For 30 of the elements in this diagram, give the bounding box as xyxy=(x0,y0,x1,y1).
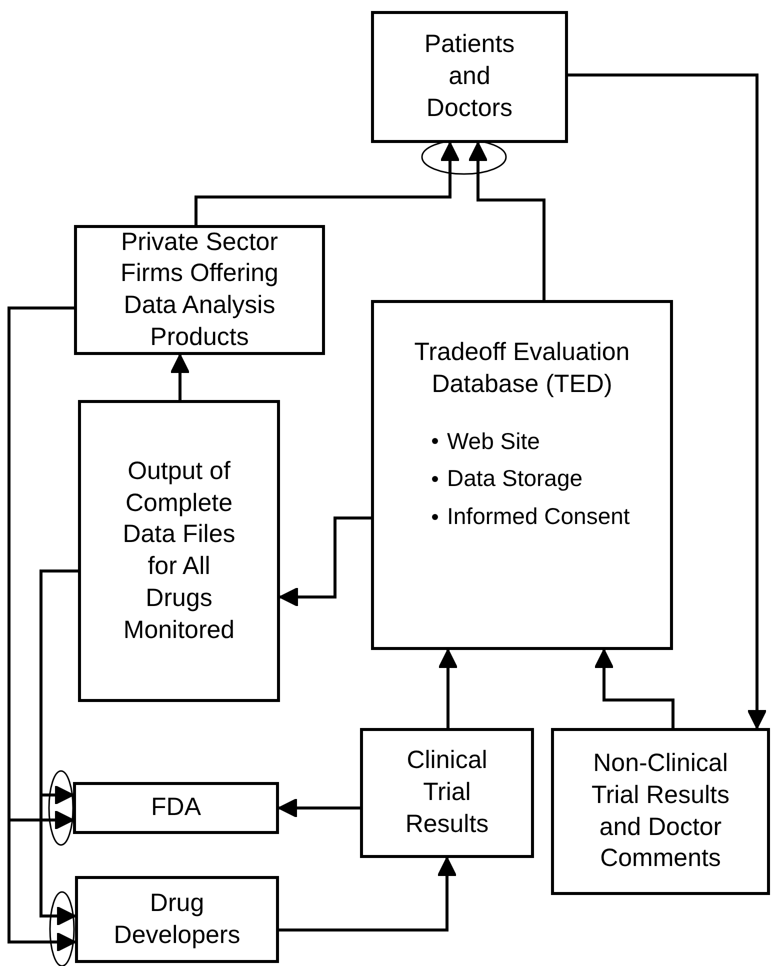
arrow xyxy=(8,306,74,830)
database-box xyxy=(371,300,673,650)
node-label: Tradeoff Evaluation Database (TED) xyxy=(413,337,631,400)
node-label: Clinical Trial Results xyxy=(404,745,490,840)
arrow xyxy=(40,570,78,926)
process-box xyxy=(75,876,279,963)
node-label: Output of Complete Data Files for All Drugs Monitored xyxy=(122,456,236,646)
arrow xyxy=(594,649,674,728)
arrow xyxy=(568,74,767,729)
arrow xyxy=(278,798,360,818)
process-box xyxy=(78,400,280,702)
process-box xyxy=(371,11,568,143)
bullet-item: Web Site xyxy=(447,426,540,456)
node-label: Patients and Doctors xyxy=(423,29,516,124)
process-box xyxy=(73,782,279,834)
arrow xyxy=(468,142,546,300)
arrow xyxy=(170,354,190,400)
process-box xyxy=(551,728,770,895)
bullet-item: Data Storage xyxy=(447,464,583,494)
bullet-item: Informed Consent xyxy=(447,502,630,532)
process-box xyxy=(74,225,325,355)
node-label: Non-Clinical Trial Results and Doctor Comments xyxy=(590,748,730,874)
process-box xyxy=(360,728,534,858)
arrow xyxy=(279,857,457,932)
arrow xyxy=(438,649,458,728)
arrow xyxy=(279,516,371,607)
node-label: Drug Developers xyxy=(112,888,242,950)
node-label: FDA xyxy=(151,792,201,824)
node-label: Private Sector Firms Offering Data Analysis Products xyxy=(120,226,280,353)
arrow xyxy=(194,142,460,225)
